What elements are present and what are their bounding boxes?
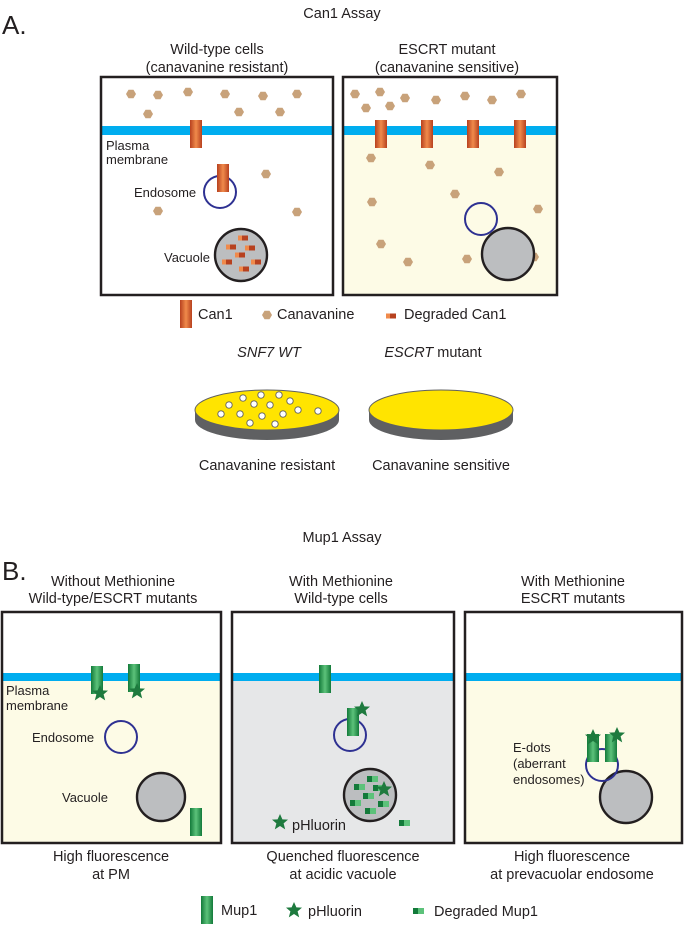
plate-right-title: ESCRT mutant bbox=[384, 345, 481, 361]
vacuole-label: Vacuole bbox=[62, 790, 108, 805]
vacuole bbox=[135, 771, 187, 823]
legend-degraded-mup1-swatch bbox=[413, 908, 424, 914]
panel-b1-caption-line2: at PM bbox=[92, 867, 130, 883]
panel-b-with-methionine-escrt: E-dots (aberrant endosomes) bbox=[463, 610, 684, 845]
panel-b-with-methionine-wildtype: pHluorin bbox=[230, 610, 456, 845]
plasma-membrane-label-line1: Plasma bbox=[6, 683, 50, 698]
legend-mup1-label: Mup1 bbox=[221, 903, 257, 919]
panel-b3-title-line1: With Methionine bbox=[521, 574, 625, 590]
panel-b2-title-line2: Wild-type cells bbox=[294, 591, 387, 607]
legend-b: Mup1 pHluorin Degraded Mup1 bbox=[201, 896, 538, 924]
legend-canavanine-label: Canavanine bbox=[277, 307, 354, 323]
degraded-mup1 bbox=[399, 820, 410, 826]
panel-b3-caption-line2: at prevacuolar endosome bbox=[490, 867, 654, 883]
plasma-membrane-label-line2: membrane bbox=[106, 152, 168, 167]
section-a-letter: A. bbox=[2, 10, 27, 40]
section-b-title: Mup1 Assay bbox=[303, 530, 383, 546]
plasma-membrane bbox=[2, 673, 221, 681]
panel-b3-caption-line1: High fluorescence bbox=[514, 849, 630, 865]
panel-a-right-title-line1: ESCRT mutant bbox=[399, 42, 496, 58]
plate-right-caption: Canavanine sensitive bbox=[372, 458, 510, 474]
edots-label-line2: (aberrant bbox=[513, 756, 566, 771]
legend-phluorin-label: pHluorin bbox=[308, 904, 362, 920]
endosome-label: Endosome bbox=[32, 730, 94, 745]
endosome bbox=[104, 720, 138, 754]
vacuole bbox=[598, 769, 654, 825]
plasma-membrane bbox=[232, 673, 454, 681]
legend-degraded-mup1-label: Degraded Mup1 bbox=[434, 904, 538, 920]
plasma-membrane-label-line2: membrane bbox=[6, 698, 68, 713]
vacuole-label: Vacuole bbox=[164, 250, 210, 265]
plate-right-title-italic: ESCRT bbox=[384, 345, 434, 361]
plate-snf7-wt bbox=[194, 389, 340, 440]
endosome bbox=[464, 202, 498, 236]
section-b-letter: B. bbox=[2, 556, 27, 586]
plasma-membrane-label-line1: Plasma bbox=[106, 138, 150, 153]
edots-label-line3: endosomes) bbox=[513, 772, 585, 787]
can1-transporter bbox=[421, 120, 433, 148]
mup1-transporter bbox=[190, 808, 202, 836]
vacuole bbox=[480, 226, 536, 282]
panel-a-right-title-line2: (canavanine sensitive) bbox=[375, 60, 519, 76]
panel-b2-caption-line2: at acidic vacuole bbox=[289, 867, 396, 883]
panel-b1-title-line1: Without Methionine bbox=[51, 574, 175, 590]
can1-on-endosome bbox=[217, 164, 229, 192]
legend-a: Can1 Canavanine Degraded Can1 bbox=[180, 300, 506, 328]
plate-escrt-mutant bbox=[368, 389, 514, 440]
panel-a-escrt-mutant bbox=[341, 75, 559, 297]
panel-b2-title-line1: With Methionine bbox=[289, 574, 393, 590]
edots-label-line1: E-dots bbox=[513, 740, 551, 755]
can1-transporter bbox=[467, 120, 479, 148]
legend-can1-label: Can1 bbox=[198, 307, 233, 323]
legend-degraded-can1-swatch bbox=[386, 313, 396, 319]
legend-can1-swatch bbox=[180, 300, 192, 328]
legend-degraded-can1-label: Degraded Can1 bbox=[404, 307, 506, 323]
panel-a-left-title-line2: (canavanine resistant) bbox=[146, 60, 289, 76]
plate-right-title-rest: mutant bbox=[433, 345, 481, 361]
plasma-membrane bbox=[465, 673, 682, 681]
quenched-cytoplasm bbox=[232, 681, 454, 843]
panel-b2-caption-line1: Quenched fluorescence bbox=[266, 849, 419, 865]
section-a-title: Can1 Assay bbox=[303, 6, 381, 22]
mup1-on-endosome bbox=[347, 708, 359, 736]
panel-b-without-methionine: Plasma membrane Endosome Vacuole bbox=[0, 610, 223, 845]
legend-phluorin-swatch bbox=[286, 902, 302, 918]
can1-transporter bbox=[190, 120, 202, 148]
panel-b1-caption-line1: High fluorescence bbox=[53, 849, 169, 865]
plasma-membrane bbox=[343, 126, 557, 135]
cytoplasm bbox=[2, 681, 221, 843]
plate-left-title: SNF7 WT bbox=[237, 345, 302, 361]
legend-mup1-swatch bbox=[201, 896, 213, 924]
e-dot-endosome bbox=[585, 748, 619, 782]
can1-transporter bbox=[375, 120, 387, 148]
cytoplasm bbox=[465, 681, 682, 843]
plate-left-caption: Canavanine resistant bbox=[199, 458, 335, 474]
panel-a-wildtype: Plasma membrane Endosome Vacuole bbox=[99, 75, 335, 297]
panel-b1-title-line2: Wild-type/ESCRT mutants bbox=[29, 591, 198, 607]
panel-b3-title-line2: ESCRT mutants bbox=[521, 591, 625, 607]
panel-a-left-title-line1: Wild-type cells bbox=[170, 42, 263, 58]
plasma-membrane bbox=[101, 126, 333, 135]
endosome-label: Endosome bbox=[134, 185, 196, 200]
can1-transporter bbox=[514, 120, 526, 148]
mup1-transporter bbox=[319, 665, 331, 693]
legend-canavanine-swatch bbox=[262, 310, 272, 320]
phluorin-label: pHluorin bbox=[292, 818, 346, 834]
